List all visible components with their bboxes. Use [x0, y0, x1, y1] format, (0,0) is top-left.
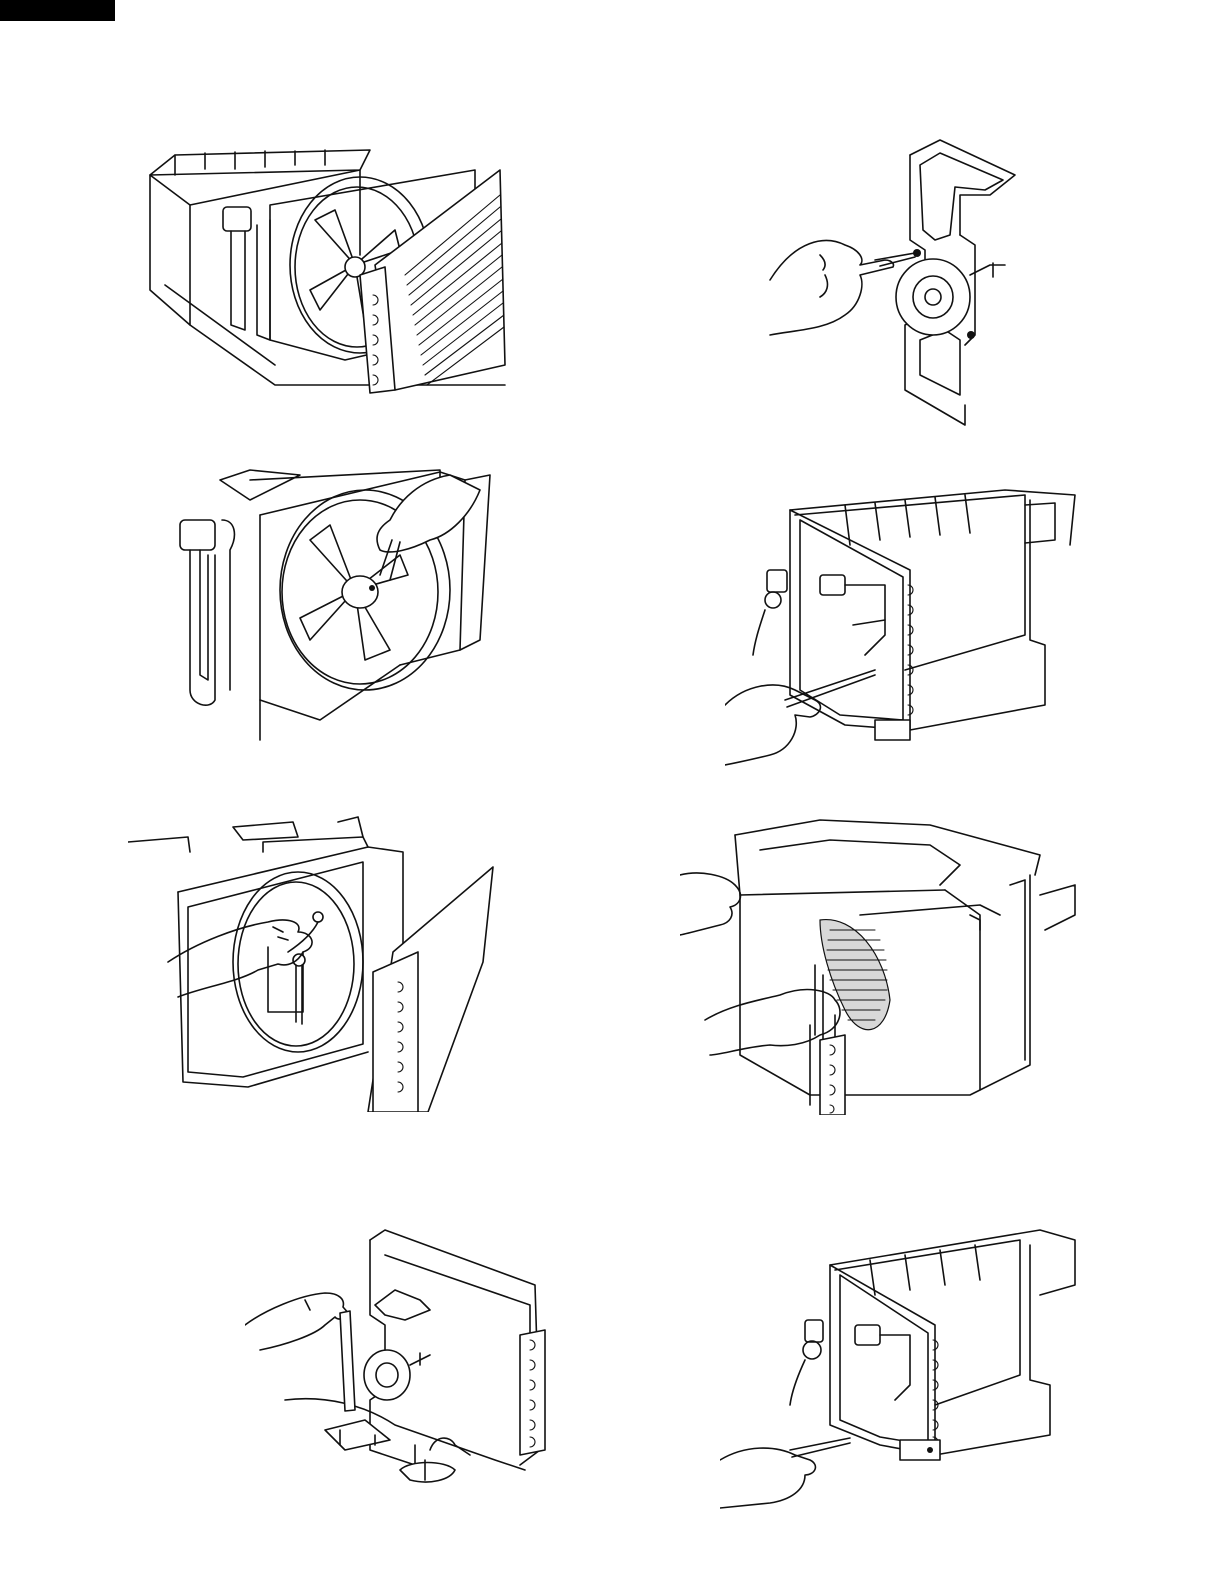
hand-reaching-fan-shroud-icon [128, 812, 500, 1112]
header-tab [0, 0, 115, 21]
hand-removing-fan-blade-icon [160, 460, 505, 745]
chassis-screwdriver-base-screw-icon [720, 1225, 1085, 1510]
chassis-rear-screwdriver-removal-icon [725, 485, 1080, 780]
hands-lifting-condenser-coil-icon [680, 815, 1080, 1115]
motor-mount-screwdriver-base-pan-icon [245, 1225, 560, 1495]
air-conditioner-chassis-with-fan-and-condenser-icon [145, 135, 525, 395]
fan-motor-bracket-with-screwdriver-icon [765, 135, 1050, 440]
